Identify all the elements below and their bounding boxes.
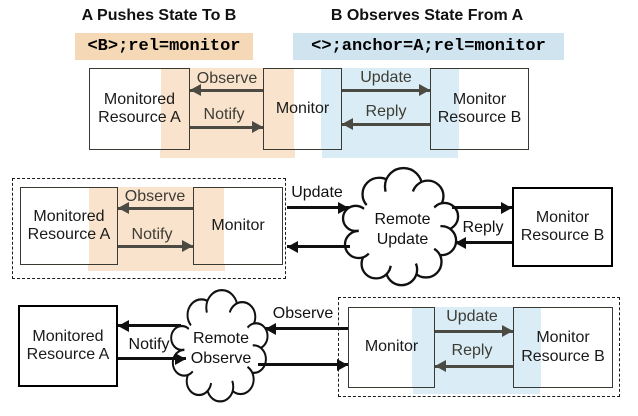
row1-reply-arrow — [342, 118, 430, 131]
box-label: Monitor — [536, 329, 590, 347]
row1-monitor-box: Monitor — [263, 68, 342, 150]
box-label: Resource B — [521, 347, 605, 365]
blue-stripe — [431, 69, 459, 149]
box-label: Monitor — [452, 90, 507, 108]
box-label: Resource A — [27, 226, 111, 243]
row2-notify-label: Notify — [131, 226, 173, 243]
row3-reply-label: Reply — [451, 342, 493, 359]
row3-monitored-resource-a-box: Monitored Resource A — [18, 305, 118, 387]
row2-update-arrow — [287, 201, 349, 214]
cloud-shape — [341, 166, 460, 287]
row1-observe-arrow — [190, 84, 263, 97]
peach-stripe — [264, 69, 294, 149]
blue-stripe — [412, 308, 434, 387]
row3-cloud-to-monitor-arrow — [258, 358, 348, 371]
cloud-label: Observe — [190, 350, 252, 367]
code-chip-rel-monitor: <B>;rel=monitor — [75, 33, 253, 60]
box-label: Resource B — [520, 227, 605, 244]
box-label: Resource A — [26, 346, 110, 363]
blue-stripe — [321, 69, 341, 149]
box-label: Resource B — [437, 109, 522, 126]
row2-monitor-box: Monitor — [193, 187, 283, 265]
row3-observe-label: Observe — [272, 305, 334, 322]
row3-cloud-to-a-arrow — [118, 319, 181, 332]
box-label: Monitor — [364, 338, 419, 356]
row2-cloud-to-b-arrow — [452, 201, 512, 214]
cloud-label: Update — [376, 231, 429, 248]
row2-observe-arrow — [118, 202, 193, 215]
box-label: Monitor — [211, 216, 265, 234]
cloud-label: Remote — [192, 330, 250, 347]
peach-stripe — [161, 69, 189, 149]
peach-stripe — [194, 188, 224, 264]
row3-notify-label: Notify — [128, 336, 170, 353]
blue-stripe — [514, 308, 541, 387]
box-label: Monitored — [33, 207, 105, 225]
row1-reply-label: Reply — [365, 103, 407, 120]
row2-monitored-resource-a-box: Monitored Resource A — [20, 187, 118, 265]
row2-reply-return-arrow — [287, 240, 350, 253]
row2-observe-label: Observe — [124, 188, 186, 205]
row2-reply-arrow — [455, 236, 512, 249]
row2-monitor-resource-b-box: Monitor Resource B — [512, 187, 613, 267]
row1-notify-label: Notify — [203, 106, 245, 123]
row3-monitor-box: Monitor — [348, 307, 435, 388]
box-label: Monitor — [535, 208, 590, 226]
row1-monitored-resource-a-box: Monitored Resource A — [89, 68, 190, 150]
row3-update-arrow — [435, 325, 513, 338]
row3-observe-arrow — [265, 322, 348, 335]
heading-observe-state: B Observes State From A — [330, 7, 524, 24]
box-label: Monitored — [32, 327, 104, 345]
code-chip-anchor-rel-monitor: <>;anchor=A;rel=monitor — [293, 33, 564, 60]
row3-notify-arrow — [118, 352, 186, 365]
heading-push-state: A Pushes State To B — [81, 7, 237, 24]
row3-coupled-group-outline — [338, 297, 620, 397]
remote-observe-cloud: Remote Observe — [170, 289, 270, 406]
remote-update-cloud: Remote Update — [341, 166, 461, 290]
row3-update-label: Update — [446, 308, 498, 325]
row3-reply-arrow — [435, 360, 513, 373]
row1-update-label: Update — [360, 69, 412, 86]
box-label: Monitored — [103, 90, 176, 108]
row2-reply-label: Reply — [462, 219, 504, 236]
row1-update-arrow — [342, 84, 430, 97]
box-label: Monitor — [275, 99, 330, 117]
row2-coupled-group-outline — [12, 178, 286, 279]
peach-stripe — [89, 188, 117, 264]
box-label: Resource A — [98, 109, 181, 126]
cloud-label: Remote — [374, 211, 431, 228]
row2-update-label: Update — [291, 184, 343, 201]
row1-monitor-resource-b-box: Monitor Resource B — [430, 68, 529, 150]
row1-observe-label: Observe — [196, 70, 258, 87]
row3-monitor-resource-b-box: Monitor Resource B — [513, 307, 613, 388]
row2-notify-arrow — [118, 240, 193, 253]
row1-notify-arrow — [190, 121, 263, 134]
cloud-shape — [170, 289, 269, 403]
